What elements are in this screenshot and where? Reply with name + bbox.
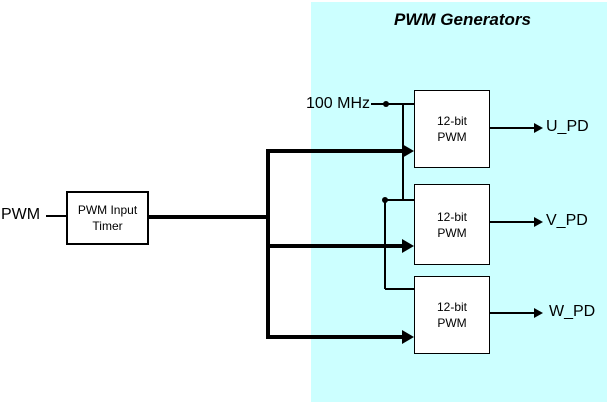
timer-output-line <box>149 215 268 219</box>
clock-label: 100 MHz <box>306 95 371 112</box>
signal-arrowhead-3 <box>402 330 414 344</box>
output-line-u <box>490 127 534 129</box>
timer-label-line2: Timer <box>92 219 123 233</box>
output-arrowhead-u <box>534 123 543 133</box>
pwm-block2-label-line1: 12-bit <box>436 209 468 224</box>
signal-arrowhead-2 <box>402 239 414 253</box>
pwm-input-line <box>46 215 66 217</box>
pwm-generator-block-2: 12-bit PWM <box>414 184 490 265</box>
pwm-input-timer-block: PWM Input Timer <box>66 191 149 245</box>
output-arrowhead-v <box>534 217 543 227</box>
pwm-block1-label-line2: PWM <box>437 130 467 144</box>
pwm-block2-label-line2: PWM <box>437 225 467 240</box>
clock-line-box2 <box>385 199 414 201</box>
pwm-block1-label-line1: 12-bit <box>436 114 468 128</box>
clock-line-box1 <box>371 103 414 105</box>
signal-branch-line-2 <box>266 244 402 248</box>
pwm-input-label: PWM <box>1 206 41 223</box>
pwm-generator-block-1: 12-bit PWM <box>414 90 490 168</box>
output-label-v: V_PD <box>546 212 588 229</box>
output-line-v <box>490 221 534 223</box>
pwm-block3-label-line2: PWM <box>437 316 467 330</box>
timer-label-line1: PWM Input <box>77 203 138 217</box>
clock-junction-dot-1 <box>383 101 389 107</box>
output-label-w: W_PD <box>549 303 596 320</box>
clock-drop-line-1 <box>402 103 404 200</box>
output-label-u: U_PD <box>546 118 589 135</box>
signal-arrowhead-1 <box>402 144 414 158</box>
clock-drop-line-2 <box>384 199 386 289</box>
output-line-w <box>490 312 534 314</box>
pwm-block3-label-line1: 12-bit <box>436 300 468 314</box>
clock-line-box3 <box>385 288 414 290</box>
diagram-title: PWM Generators <box>394 10 531 29</box>
signal-branch-line-3 <box>266 335 402 339</box>
pwm-generator-block-3: 12-bit PWM <box>414 276 490 354</box>
output-arrowhead-w <box>534 308 543 318</box>
signal-branch-line-1 <box>266 149 402 153</box>
